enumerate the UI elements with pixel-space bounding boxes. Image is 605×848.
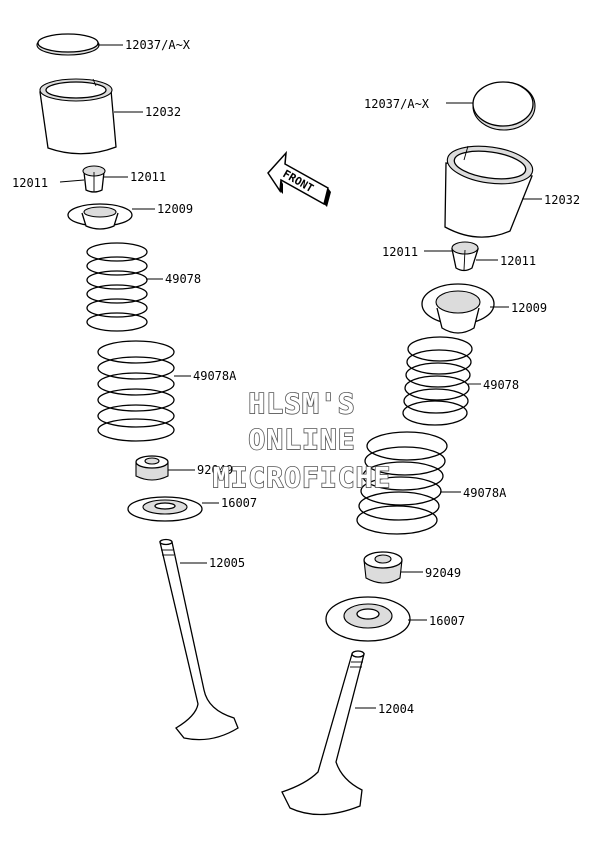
front-arrow: FRONT <box>267 150 331 207</box>
right-inner-spring-label: 49078 <box>483 378 519 392</box>
right-tappet-label: 12032 <box>544 193 580 207</box>
right-shim-label: 12037/A~X <box>364 97 430 111</box>
left-spring-seat <box>127 496 203 522</box>
left-retainer <box>67 203 133 230</box>
left-tappet <box>39 78 117 155</box>
left-shim <box>36 33 100 56</box>
right-shim <box>472 81 536 131</box>
left-keeper-right-label: 12011 <box>130 170 166 184</box>
left-keeper-left-label: 12011 <box>12 176 48 190</box>
left-outer-spring-label: 49078A <box>193 369 237 383</box>
right-retainer-label: 12009 <box>511 301 547 315</box>
right-tappet <box>444 145 534 238</box>
right-valve-label: 12004 <box>378 702 414 716</box>
left-retainer-label: 12009 <box>157 202 193 216</box>
right-valve <box>281 650 365 816</box>
right-spring-seat <box>325 596 411 642</box>
left-inner-spring <box>86 242 148 332</box>
right-outer-spring <box>356 431 448 535</box>
left-spring-seat-label: 16007 <box>221 496 257 510</box>
watermark-line-2: ONLINE <box>248 423 355 456</box>
left-shim-label: 12037/A~X <box>125 38 191 52</box>
right-outer-spring-label: 49078A <box>463 486 507 500</box>
left-stem-seal-label: 92049 <box>197 463 233 477</box>
right-stem-seal <box>363 551 403 584</box>
left-outer-spring <box>97 340 175 442</box>
right-retainer <box>421 283 495 334</box>
right-inner-spring <box>402 336 473 426</box>
watermark-line-3: MICROFICHE <box>213 461 392 494</box>
right-keepers <box>451 241 479 272</box>
watermark: HLSM'S ONLINE MICROFICHE <box>212 386 392 495</box>
right-stem-seal-label: 92049 <box>425 566 461 580</box>
right-keeper-right-label: 12011 <box>500 254 536 268</box>
left-inner-spring-label: 49078 <box>165 272 201 286</box>
left-keepers <box>82 165 106 193</box>
left-tappet-label: 12032 <box>145 105 181 119</box>
left-valve <box>159 538 239 741</box>
right-keeper-left-label: 12011 <box>382 245 418 259</box>
right-spring-seat-label: 16007 <box>429 614 465 628</box>
left-stem-seal <box>135 455 169 481</box>
left-valve-label: 12005 <box>209 556 245 570</box>
watermark-line-1: HLSM'S <box>248 387 355 420</box>
